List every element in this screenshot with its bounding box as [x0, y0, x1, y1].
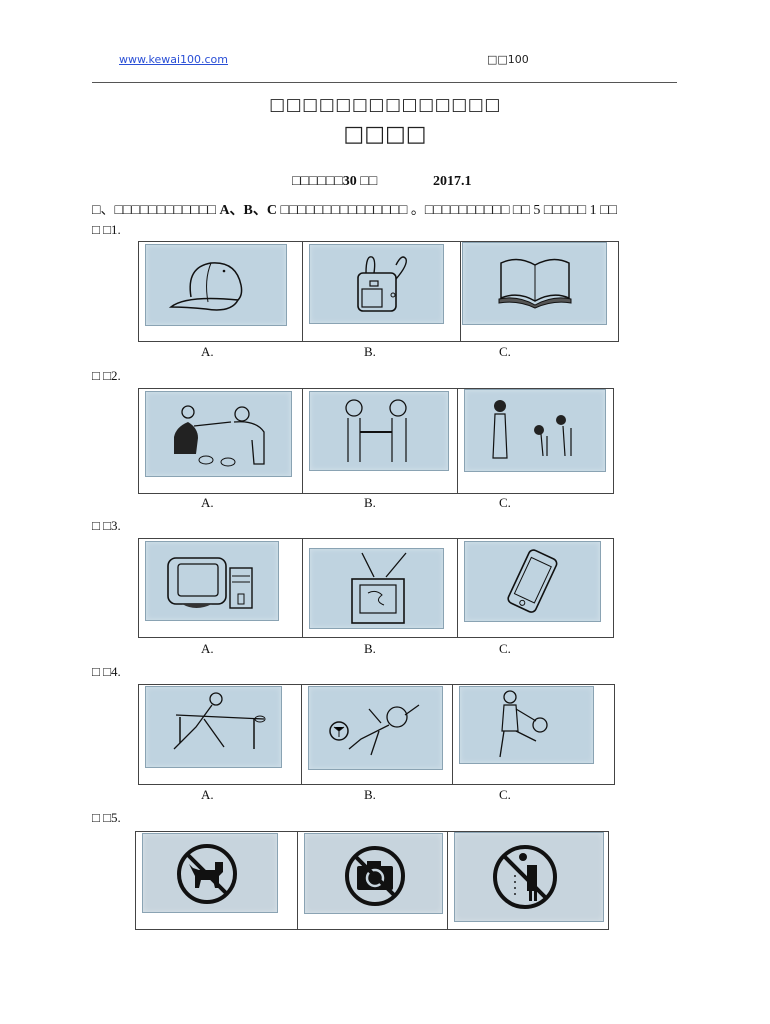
option-b-cell[interactable]: [301, 538, 459, 638]
question-1-options: [138, 241, 619, 342]
open-book-image: [462, 242, 607, 325]
bowing-children-icon: [492, 400, 572, 459]
people-with-pets-icon: [174, 405, 265, 467]
option-b-cell[interactable]: [302, 241, 461, 342]
option-b-cell[interactable]: [297, 831, 448, 930]
option-c-label: C.: [499, 495, 511, 510]
backpack-image: [309, 244, 444, 324]
option-b-label: B.: [364, 495, 376, 510]
test-duration: □□□□□□30 □□: [292, 174, 378, 189]
option-a-label: A.: [201, 344, 214, 359]
option-c-cell[interactable]: [460, 241, 619, 342]
question-3-label: □ □3.: [92, 518, 121, 533]
handshake-image: [308, 391, 449, 471]
document-subtitle: □□□□: [343, 122, 427, 147]
question-3-options: [138, 538, 614, 638]
cap-icon: [168, 262, 243, 311]
option-a-label: A.: [201, 641, 214, 656]
smartphone-image: [464, 541, 602, 622]
option-a-label: A.: [201, 787, 214, 802]
basketball-image: [459, 686, 595, 764]
handshake-icon: [345, 399, 407, 462]
ping-pong-image: [145, 686, 282, 768]
no-littering-sign-image: [453, 832, 604, 922]
document-title: □□□□□□□□□□□□□□: [269, 95, 501, 115]
no-photography-sign-image: [304, 833, 444, 914]
computer-icon: [167, 557, 253, 609]
smartphone-icon: [507, 549, 558, 613]
soccer-image: [307, 686, 443, 770]
option-b-cell[interactable]: [301, 388, 459, 494]
question-5-options: [134, 831, 610, 930]
baseball-cap-image: [145, 244, 287, 326]
question-1-label: □ □1.: [92, 222, 121, 237]
option-c-cell[interactable]: [457, 538, 614, 638]
option-a-cell[interactable]: [138, 241, 303, 342]
question-5-label: □ □5.: [92, 810, 121, 825]
no-littering-icon: [492, 845, 557, 909]
book-icon: [498, 258, 572, 309]
option-a-cell[interactable]: [138, 684, 302, 785]
no-dogs-icon: [177, 844, 237, 904]
option-c-cell[interactable]: [457, 388, 614, 494]
question-4-options: [138, 684, 615, 785]
site-name: □□100: [487, 53, 529, 66]
computer-image: [145, 541, 279, 621]
basketball-player-icon: [499, 690, 548, 758]
instruction-middle: □□□□□□□□□□□□□□□ 。□□□□□□□□□□: [280, 203, 510, 218]
instruction-count: □□ 5 □□□□□ 1 □□: [512, 203, 618, 218]
instruction-letters: A、B、C: [219, 203, 277, 218]
option-c-cell[interactable]: [446, 831, 610, 930]
no-dogs-sign-image: [142, 833, 278, 913]
option-c-cell[interactable]: [452, 684, 615, 785]
question-2-options: [138, 388, 614, 494]
question-4-label: □ □4.: [92, 664, 121, 679]
question-2-label: □ □2.: [92, 368, 121, 383]
option-c-label: C.: [499, 787, 511, 802]
option-c-label: C.: [499, 641, 511, 656]
ping-pong-player-icon: [173, 692, 266, 750]
no-camera-icon: [345, 846, 406, 906]
site-link[interactable]: www.kewai100.com: [119, 53, 229, 66]
soccer-player-icon: [329, 704, 420, 756]
children-bowing-image: [464, 389, 607, 472]
option-b-label: B.: [364, 641, 376, 656]
option-a-cell[interactable]: [138, 388, 303, 494]
option-b-label: B.: [364, 344, 376, 359]
option-a-cell[interactable]: [138, 538, 303, 638]
backpack-icon: [357, 256, 407, 312]
tv-icon: [350, 552, 407, 624]
section-instruction: □、□□□□□□□□□□□□ A、B、C □□□□□□□□□□□□□□□ 。□□…: [92, 199, 617, 219]
people-feeding-pets-image: [145, 391, 292, 477]
option-a-label: A.: [201, 495, 214, 510]
instruction-prefix: □、□□□□□□□□□□□□: [92, 203, 216, 218]
television-image: [308, 548, 444, 629]
test-date: 2017.1: [433, 174, 472, 189]
option-b-cell[interactable]: [300, 684, 454, 785]
header-divider: [92, 82, 677, 83]
option-c-label: C.: [499, 344, 511, 359]
option-a-cell[interactable]: [134, 831, 299, 930]
option-b-label: B.: [364, 787, 376, 802]
